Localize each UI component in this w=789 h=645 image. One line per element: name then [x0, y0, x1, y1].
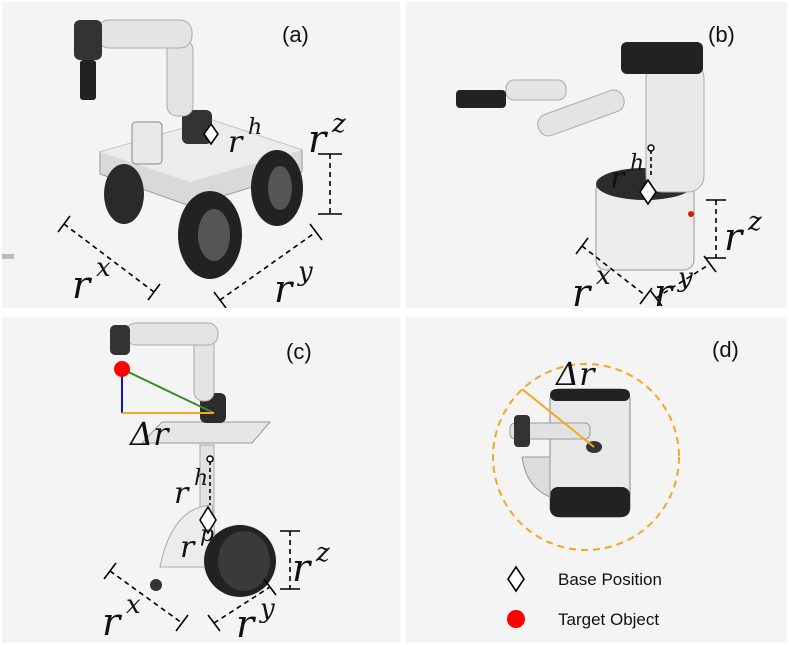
- panel-c: (c) Δr r h r p r z r x r y: [2, 317, 400, 643]
- reach-circle: [492, 363, 680, 551]
- panel-a-figure: (a) r h r z r x r y: [2, 19, 346, 308]
- length-dimension: [103, 562, 189, 632]
- panel-c-label: (c): [286, 339, 312, 364]
- base-position-marker: [199, 505, 217, 535]
- r-h-sup: h: [248, 115, 262, 140]
- radius-line: [521, 388, 595, 448]
- r-x-sup: x: [126, 590, 141, 620]
- base-position-marker: [639, 178, 657, 206]
- panel-b-figure: (b) r h r z r x r y: [456, 22, 762, 308]
- legend-target-icon: [507, 610, 525, 628]
- r-h-sup: h: [630, 151, 644, 176]
- panel-b: (b) r h r z r x r y: [406, 2, 787, 308]
- delta-r-label: Δr: [128, 415, 170, 453]
- height-dimension: [280, 530, 300, 590]
- panel-a: (a) r h r z r x r y: [2, 2, 400, 308]
- base-position-marker: [203, 122, 219, 146]
- r-y-sup: y: [259, 594, 275, 624]
- r-p-sup: p: [200, 522, 214, 547]
- r-h-sup: h: [194, 466, 208, 491]
- legend-base-icon: [507, 565, 525, 593]
- legend-target-label: Target Object: [558, 610, 659, 629]
- r-z-base: r: [308, 117, 329, 161]
- target-object-marker: [114, 361, 130, 377]
- r-z-base: r: [724, 215, 745, 259]
- r-x-sup: x: [96, 253, 111, 283]
- r-z-sup: z: [747, 207, 762, 237]
- width-dimension: [207, 578, 277, 632]
- r-p-base: r: [180, 530, 196, 565]
- top-down-robot: [509, 388, 631, 518]
- width-dimension: [649, 255, 717, 307]
- delta-r-label: Δr: [554, 355, 596, 393]
- r-z-sup: z: [315, 538, 330, 568]
- r-y-sup: y: [677, 263, 693, 293]
- panel-d: (d) Δr Base Position Target Object: [406, 317, 787, 643]
- panel-b-label: (b): [708, 22, 735, 47]
- target-distance-line: [121, 368, 215, 414]
- r-h-base: r: [174, 476, 190, 511]
- scene-edge: [2, 254, 14, 259]
- r-x-sup: x: [596, 261, 611, 291]
- arm-origin-marker: [647, 144, 655, 152]
- r-h-base: r: [228, 125, 244, 160]
- panel-d-label: (d): [712, 337, 739, 362]
- width-dimension: [213, 223, 323, 308]
- husky-robot: [74, 19, 303, 279]
- r-z-sup: z: [331, 109, 346, 139]
- length-dimension: [57, 215, 161, 301]
- arm-origin-marker: [206, 455, 214, 463]
- panel-c-figure: (c) Δr r h r p r z r x r y: [102, 322, 330, 643]
- r-z-base: r: [292, 546, 313, 590]
- r-x-base: r: [572, 271, 593, 308]
- r-x-base: r: [102, 600, 123, 643]
- r-y-sup: y: [297, 257, 313, 287]
- panel-d-figure: (d) Δr Base Position Target Object: [492, 337, 739, 629]
- height-dimension: [706, 199, 726, 259]
- legend-base-label: Base Position: [558, 570, 662, 589]
- r-h-base: r: [610, 161, 626, 196]
- mobile-manipulator-robot: [456, 42, 705, 271]
- r-y-base: r: [654, 271, 675, 308]
- panel-a-label: (a): [282, 22, 309, 47]
- height-dimension: [318, 153, 342, 215]
- r-y-base: r: [236, 602, 257, 643]
- r-x-base: r: [72, 263, 93, 307]
- legend: Base Position Target Object: [507, 565, 662, 629]
- r-y-base: r: [274, 267, 295, 308]
